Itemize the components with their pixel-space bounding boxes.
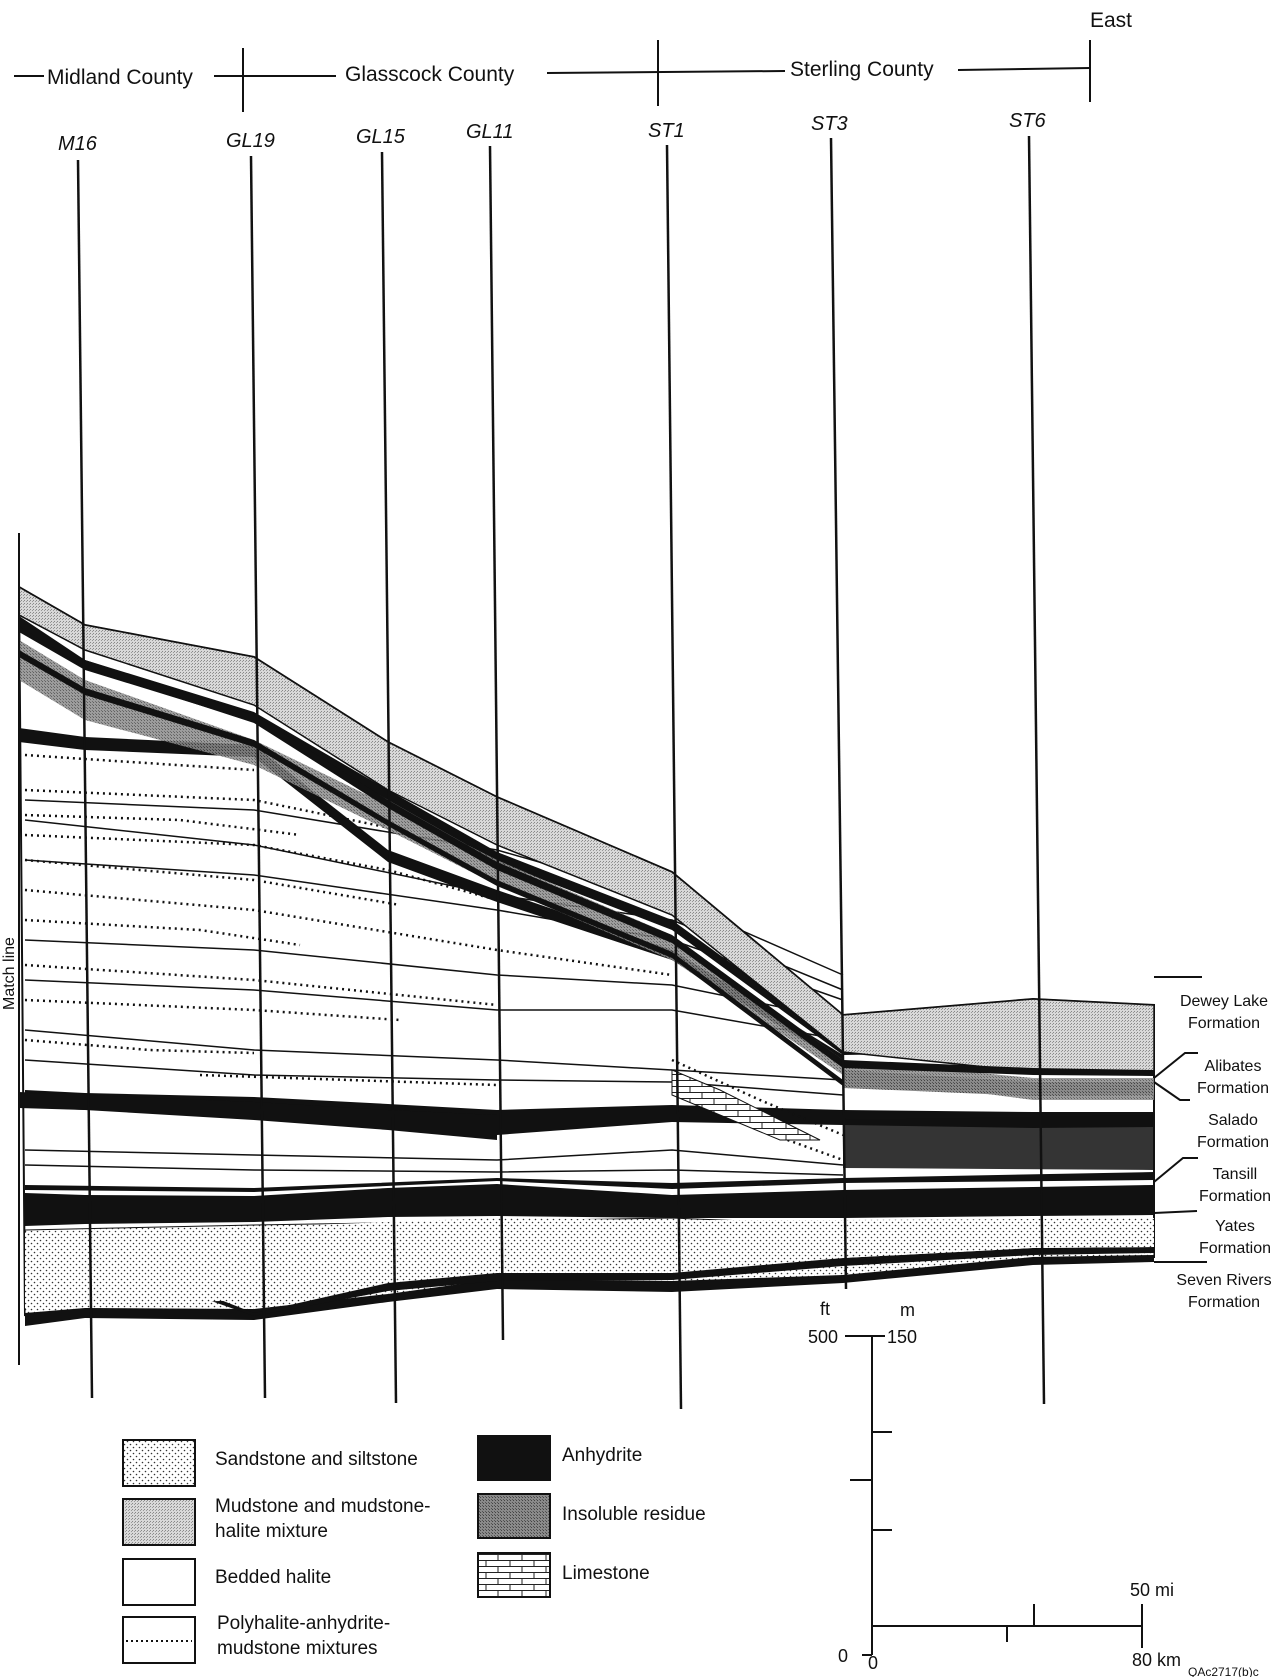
scale-ft-max: 500 xyxy=(808,1327,838,1347)
legend-swatch-anhydrite xyxy=(477,1435,551,1481)
well-label: GL11 xyxy=(466,121,513,143)
legend-label-sandstone: Sandstone and siltstone xyxy=(215,1449,418,1470)
well-label: ST3 xyxy=(811,113,848,135)
well-st3: ST3 xyxy=(811,113,848,1290)
legend-label-mudstone: Mudstone and mudstone-halite mixture xyxy=(215,1496,430,1542)
well-columns: M16 GL19 GL15 GL11 ST1 ST3 ST6 xyxy=(58,110,1047,1410)
well-label: GL15 xyxy=(356,126,406,148)
well-m16: M16 xyxy=(58,133,98,1399)
legend-swatch-mudstone xyxy=(122,1498,196,1546)
legend-swatch-insoluble xyxy=(477,1493,551,1539)
legend-swatch-halite xyxy=(122,1558,196,1606)
scale-vertical-zero: 0 xyxy=(838,1646,848,1666)
legend-label-limestone: Limestone xyxy=(562,1563,650,1584)
well-label: GL19 xyxy=(226,130,275,152)
county-label-midland: Midland County xyxy=(47,66,193,89)
well-label: M16 xyxy=(58,133,98,155)
legend-swatch-polyhalite xyxy=(122,1616,196,1664)
county-header: East Midland County Glasscock County Ste… xyxy=(14,9,1132,112)
scale-m-max: 150 xyxy=(887,1327,917,1347)
scale-unit-ft: ft xyxy=(820,1299,830,1319)
scale-km-label: 80 km xyxy=(1132,1650,1181,1670)
well-st1: ST1 xyxy=(648,120,685,1410)
well-st6: ST6 xyxy=(1009,110,1047,1405)
legend-swatch-limestone xyxy=(477,1552,551,1598)
legend-label-insoluble: Insoluble residue xyxy=(562,1504,706,1525)
vertical-scale-bar: ft m 500 150 0 xyxy=(808,1299,917,1666)
scale-unit-m: m xyxy=(900,1300,915,1320)
legend-swatch-sandstone xyxy=(122,1439,196,1487)
county-label-sterling: Sterling County xyxy=(790,58,934,81)
direction-label: East xyxy=(1090,9,1132,32)
well-gl11: GL11 xyxy=(466,121,513,1341)
legend-label-halite: Bedded halite xyxy=(215,1567,331,1588)
horizontal-scale-bar: 50 mi 0 80 km QAc2717(b)c xyxy=(868,1580,1259,1677)
legend-label-polyhalite: Polyhalite-anhydrite-mudstone mixtures xyxy=(217,1613,390,1659)
county-label-glasscock: Glasscock County xyxy=(345,63,515,86)
well-gl15: GL15 xyxy=(356,126,406,1404)
legend: Sandstone and siltstone Mudstone and mud… xyxy=(122,1435,706,1664)
well-label: ST6 xyxy=(1009,110,1047,132)
scale-mi-label: 50 mi xyxy=(1130,1580,1174,1600)
match-line: Match line xyxy=(1,533,20,1365)
well-label: ST1 xyxy=(648,120,685,142)
cross-section-body xyxy=(17,585,1155,1326)
figure-id: QAc2717(b)c xyxy=(1188,1665,1259,1677)
match-line-label: Match line xyxy=(1,937,18,1010)
well-gl19: GL19 xyxy=(226,130,275,1399)
scale-horizontal-zero: 0 xyxy=(868,1653,878,1673)
legend-label-anhydrite: Anhydrite xyxy=(562,1445,642,1466)
